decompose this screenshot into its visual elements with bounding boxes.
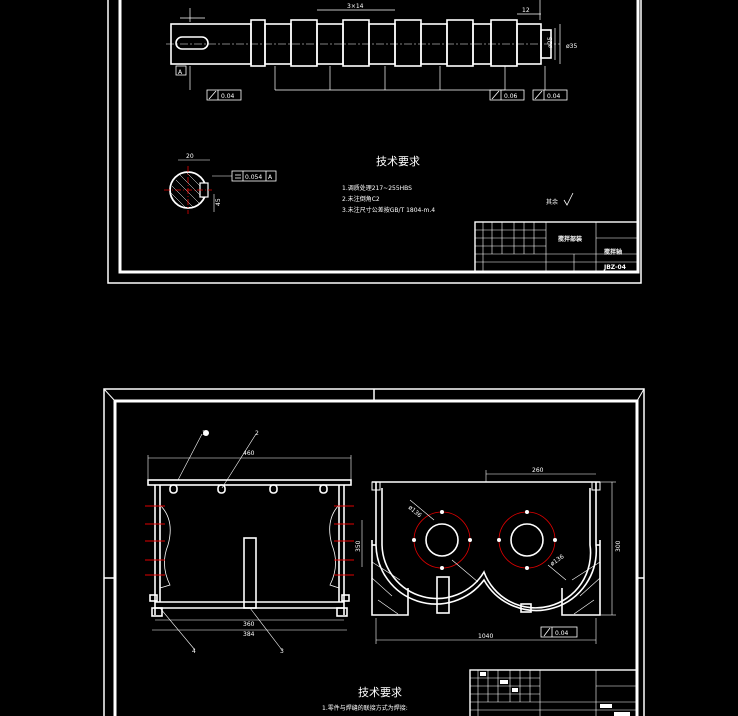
tol-right: 0.04 (547, 93, 561, 100)
shaft-part (166, 19, 560, 67)
sheet-1-inner-frame (118, 0, 640, 274)
tolerance-frame-left (206, 89, 242, 101)
dim-top-right: 12 (522, 7, 530, 14)
dim-top-mid: 3×14 (347, 3, 364, 10)
balloon-1: 1 (202, 430, 206, 437)
dim-left-bottom-b: 384 (243, 631, 255, 638)
tech-req-2-1: 1.零件与焊缝的联接方式为焊接: (322, 704, 408, 712)
roughness-note: 其余 (546, 198, 558, 206)
balloon-2: 2 (255, 430, 259, 437)
tech-title-2: 技术要求 (358, 686, 402, 699)
dim-section-side: 45 (215, 198, 222, 206)
dim-right-b: ø25 (547, 37, 554, 48)
tech-req-1-2: 2.未注倒角C2 (342, 195, 380, 203)
dim-circle-right: ø136 (549, 553, 566, 568)
tech-title-1: 技术要求 (376, 155, 420, 168)
datum-box (175, 65, 187, 76)
tol-left: 0.04 (221, 93, 235, 100)
title-block-2 (469, 669, 638, 716)
section-tolerance-frame (231, 170, 277, 182)
title-block-1 (474, 221, 639, 273)
cross-section-view (164, 159, 232, 214)
tank-front-view (147, 479, 352, 617)
tol-flat: 0.04 (555, 630, 569, 637)
title-block-1-name: 搅拌部装 (558, 235, 582, 243)
section-tol-ref: A (268, 174, 273, 181)
sheet-1: 3×14 12 ø35 ø25 A 0.04 0.06 0.04 (107, 0, 642, 284)
tech-req-1-1: 1.调质处理217~255HBS (342, 184, 412, 192)
balloon-4: 4 (192, 648, 196, 655)
dim-left-side: 350 (355, 540, 362, 552)
dim-right-bottom: 1040 (478, 633, 493, 640)
roughness-symbol (563, 192, 574, 206)
sheet-1-outer-frame (107, 0, 642, 284)
dim-right-side: 300 (615, 540, 622, 552)
flatness-tolerance-frame (540, 626, 578, 638)
dim-left-bottom-a: 360 (243, 621, 255, 628)
dim-right-top: 260 (532, 467, 544, 474)
tol-mid: 0.06 (504, 93, 518, 100)
section-tol: 0.054 (245, 174, 262, 181)
dim-right-a: ø35 (566, 43, 577, 50)
sheet-2: 1 2 3 4 460 350 360 384 (103, 388, 645, 716)
tank-side-view (371, 481, 601, 616)
dim-left-top: 460 (243, 450, 255, 457)
sheet-2-outer-frame (103, 388, 645, 716)
tech-req-1-3: 3.未注尺寸公差按GB/T 1804-m.4 (342, 206, 435, 214)
dim-circle-left: ø136 (407, 504, 423, 519)
datum-label: A (178, 69, 183, 76)
sheet-2-inner-frame (113, 399, 639, 716)
keyway-slot (175, 36, 209, 50)
balloon-3: 3 (280, 648, 284, 655)
dim-section-top: 20 (186, 153, 194, 160)
tolerance-frame-mid (489, 89, 525, 101)
tolerance-frame-right (532, 89, 568, 101)
title-block-1-code: JBZ-04 (603, 264, 626, 271)
title-block-1-part: 搅拌轴 (604, 248, 622, 256)
